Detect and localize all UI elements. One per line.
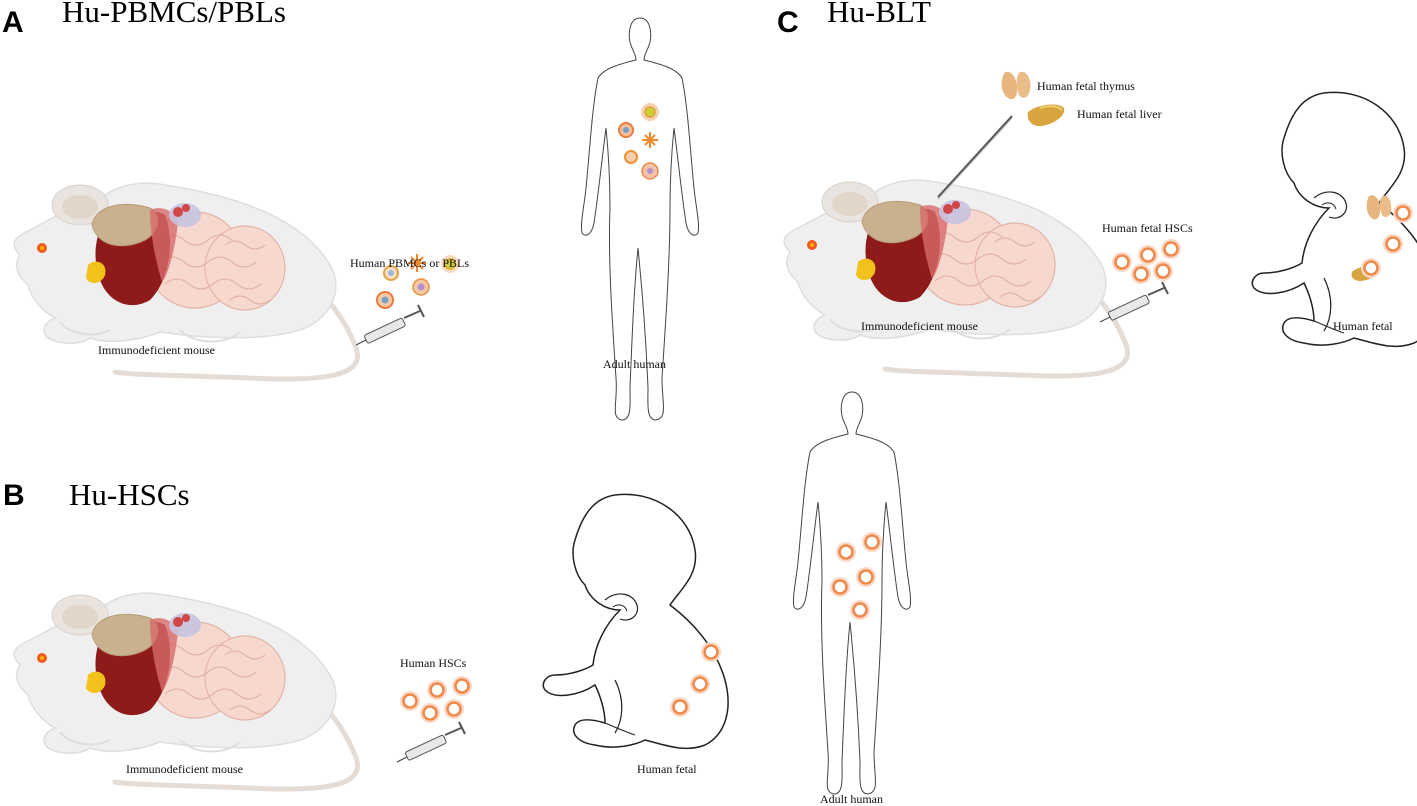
mouse-b-illustration <box>14 593 357 789</box>
panel-a-cells-label: Human PBMCs or PBLs <box>350 256 470 270</box>
panel-c-mouse-label: Immunodeficient mouse <box>861 319 978 333</box>
panel-b-title: Hu-HSCs <box>69 477 190 512</box>
panel-a-mouse-label: Immunodeficient mouse <box>98 343 215 357</box>
panel-c-liver-label: Human fetal liver <box>1077 107 1162 121</box>
syringe-c-icon <box>1099 281 1169 323</box>
panel-c-letter: C <box>777 6 799 39</box>
panel-c-title: Hu-BLT <box>827 0 931 29</box>
hsc-cells-c <box>1110 237 1183 286</box>
hsc-cells-b <box>398 674 474 725</box>
implant-needle-c <box>937 115 1013 198</box>
pbmc-cells-a <box>376 254 459 309</box>
panel-b-fetal-label: Human fetal <box>637 762 697 776</box>
panel-c-fetal-label: Human fetal <box>1333 319 1393 333</box>
panel-c-thymus-label: Human fetal thymus <box>1037 79 1135 93</box>
panel-b-donor-label: Adult human <box>820 792 883 806</box>
fetus-b-icon <box>542 493 729 750</box>
panel-b-mouse-label: Immunodeficient mouse <box>126 762 243 776</box>
panel-c-cells-label: Human fetal HSCs <box>1102 221 1193 235</box>
syringe-a-icon <box>355 304 425 346</box>
panel-b-letter: B <box>3 479 25 512</box>
panel-a-donor-label: Adult human <box>603 357 666 371</box>
panel-a-letter: A <box>2 6 24 39</box>
fetal-liver-icon <box>1027 104 1065 127</box>
blood-cells-in-adult-a <box>618 103 659 180</box>
fetus-c-icon <box>1251 91 1417 348</box>
adult-human-b-icon <box>792 391 912 795</box>
panel-a-title: Hu-PBMCs/PBLs <box>62 0 286 29</box>
thymus-icon <box>1001 71 1031 100</box>
mouse-c-illustration <box>784 180 1127 376</box>
fetus-c-organs <box>1351 195 1415 281</box>
syringe-b-icon <box>396 721 466 763</box>
panel-b-cells-label: Human HSCs <box>400 656 467 670</box>
